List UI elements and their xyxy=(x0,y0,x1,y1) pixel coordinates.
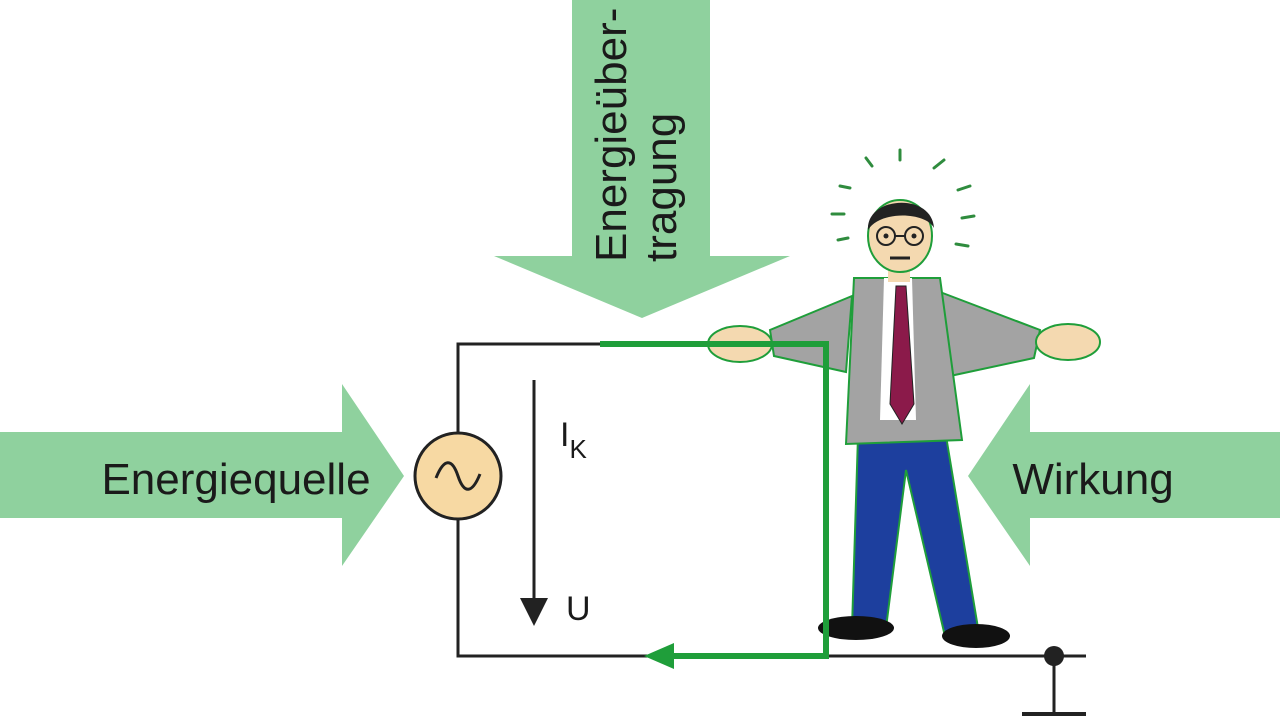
shocked-person-icon xyxy=(707,148,1101,648)
shock-lines xyxy=(830,148,976,248)
hair xyxy=(867,202,934,230)
energy-source-arrow xyxy=(0,384,404,566)
wire-bottom-left xyxy=(456,520,650,658)
left-arm xyxy=(768,294,854,374)
glasses-icon xyxy=(876,226,924,246)
ground-symbol-icon xyxy=(1022,646,1086,716)
effect-label: Wirkung xyxy=(1012,455,1173,504)
energy-transfer-label-line2: tragung xyxy=(637,113,686,262)
voltage-arrow-icon xyxy=(520,380,548,626)
energy-source-label: Energiequelle xyxy=(101,455,370,504)
energy-transfer-label-line1: Energieüber- xyxy=(587,8,636,262)
circuit-wires xyxy=(456,342,1086,658)
current-path-arrowhead xyxy=(644,643,674,669)
right-shoe xyxy=(942,624,1010,648)
trousers xyxy=(850,435,980,634)
current-symbol: IK xyxy=(560,416,587,464)
energy-transfer-label: Energieüber- tragung xyxy=(587,8,686,262)
voltage-symbol: U xyxy=(566,590,591,628)
fault-current-path xyxy=(600,341,829,669)
right-hand xyxy=(1035,323,1101,361)
right-arm xyxy=(938,290,1042,378)
left-shoe xyxy=(818,616,894,640)
energy-transfer-arrow xyxy=(494,0,790,318)
effect-arrow xyxy=(968,384,1280,566)
tie xyxy=(889,285,915,425)
wire-top-left xyxy=(456,342,600,432)
ac-voltage-source-icon xyxy=(413,431,503,521)
